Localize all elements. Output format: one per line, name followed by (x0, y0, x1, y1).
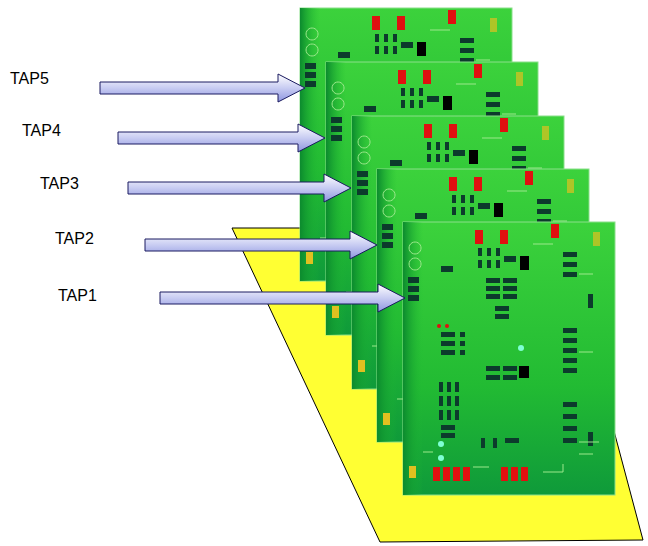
tap-label: TAP1 (58, 288, 97, 304)
circuit-board (403, 222, 615, 495)
block-arrow (160, 284, 405, 312)
tap-label: TAP3 (40, 176, 79, 192)
block-arrow (118, 124, 325, 152)
tap-label: TAP2 (55, 231, 94, 247)
tap-label: TAP5 (10, 71, 49, 87)
block-arrow (145, 231, 377, 259)
block-arrow (100, 74, 305, 102)
tap-label: TAP4 (22, 123, 61, 139)
block-arrow (128, 174, 351, 202)
